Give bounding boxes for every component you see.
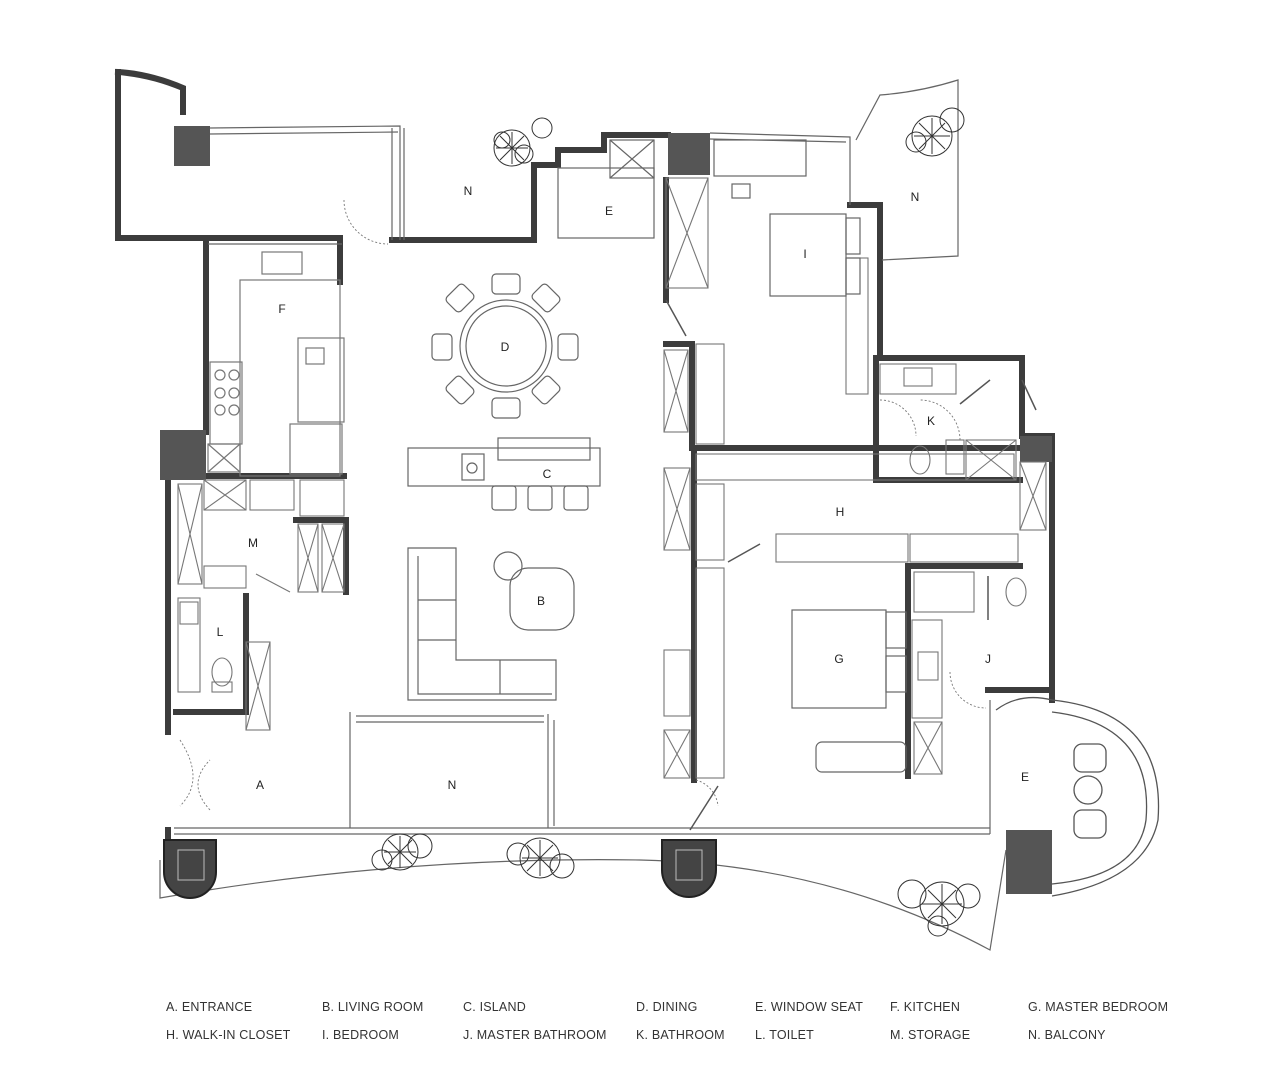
closet-wardrobes	[663, 177, 1047, 779]
legend-item-n: N. BALCONY	[1028, 1028, 1106, 1042]
room-label-i: I	[803, 247, 806, 261]
room-label-d: D	[501, 340, 510, 354]
door-leaves	[665, 299, 1037, 831]
legend-item-m: M. STORAGE	[890, 1028, 971, 1042]
room-label-n-top: N	[464, 184, 473, 198]
legend-item-j: J. MASTER BATHROOM	[463, 1028, 607, 1042]
room-label-n-bottom: N	[448, 778, 457, 792]
legend-item-h: H. WALK-IN CLOSET	[166, 1028, 291, 1042]
living-room-furniture	[407, 547, 575, 701]
room-label-a: A	[256, 778, 264, 792]
storage-cabinets	[177, 479, 345, 593]
legend-item-g: G. MASTER BEDROOM	[1028, 1000, 1169, 1014]
bedroom-furniture	[557, 139, 861, 297]
legend-item-i: I. BEDROOM	[322, 1028, 400, 1042]
room-label-m: M	[248, 536, 258, 550]
structural-columns	[160, 126, 1052, 894]
round-columns	[163, 839, 717, 899]
room-label-n-right: N	[911, 190, 920, 204]
room-label-j: J	[985, 652, 991, 666]
plant-top-right	[905, 107, 965, 157]
plant-bottom-1	[371, 833, 433, 871]
plant-bottom-3	[897, 879, 981, 937]
master-bed	[791, 609, 907, 773]
room-label-g: G	[834, 652, 843, 666]
room-label-e-top: E	[605, 204, 613, 218]
kitchen-fixtures	[207, 251, 345, 477]
plants	[371, 107, 981, 937]
plant-bottom-2	[506, 837, 575, 879]
legend-item-d: D. DINING	[636, 1000, 698, 1014]
legend-item-l: L. TOILET	[755, 1028, 815, 1042]
legend-item-k: K. BATHROOM	[636, 1028, 725, 1042]
room-label-k: K	[927, 414, 935, 428]
island-counter	[407, 437, 601, 511]
plant-top-middle	[493, 117, 553, 167]
round-window-seat	[995, 696, 1160, 897]
legend-item-a: A. ENTRANCE	[166, 1000, 253, 1014]
legend-item-e: E. WINDOW SEAT	[755, 1000, 864, 1014]
room-label-c: C	[543, 467, 552, 481]
floor-plan: A B C D E E F G H I J K L M N N N	[114, 68, 1160, 951]
room-label-f: F	[278, 302, 285, 316]
room-label-e-bottom: E	[1021, 770, 1029, 784]
toilet-fixtures	[177, 597, 271, 731]
legend-item-b: B. LIVING ROOM	[322, 1000, 424, 1014]
room-label-h: H	[836, 505, 845, 519]
room-labels: A B C D E E F G H I J K L M N N N	[217, 184, 1029, 792]
room-label-b: B	[537, 594, 545, 608]
outer-walls	[114, 68, 1055, 853]
column-inner-boxes	[177, 849, 703, 881]
door-swings	[179, 199, 987, 811]
bathroom-k-fixtures	[879, 363, 1017, 481]
bathroom-j-fixtures	[911, 571, 1027, 775]
room-label-l: L	[217, 625, 224, 639]
legend-item-f: F. KITCHEN	[890, 1000, 961, 1014]
legend-item-c: C. ISLAND	[463, 1000, 526, 1014]
dining-table	[431, 273, 579, 419]
